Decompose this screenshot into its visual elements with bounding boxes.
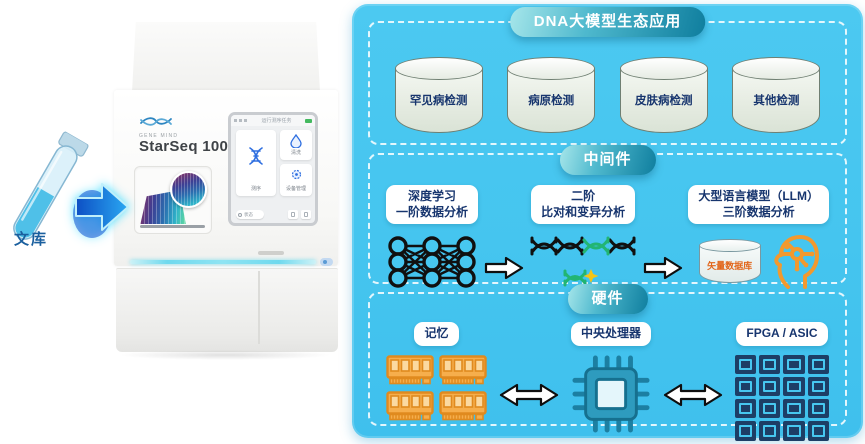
- section-title-applications: DNA大模型生态应用: [509, 7, 706, 37]
- screen-card-sequencing: 测序: [236, 130, 276, 196]
- dna-logo-icon: [140, 117, 172, 126]
- middleware-label: 深度学习 一阶数据分析: [386, 185, 479, 225]
- hardware-fpga: FPGA / ASIC: [734, 322, 829, 441]
- database-cylinder-icon: 皮肤病检测: [619, 57, 708, 133]
- screen-title: 运行测序任务: [261, 118, 292, 124]
- hardware-label: FPGA / ASIC: [736, 322, 828, 346]
- screen-footer: 状态: [236, 210, 311, 219]
- arrow-right-icon: [484, 256, 523, 280]
- drawer-divider: [258, 271, 260, 344]
- application-item-label: 皮肤病检测: [635, 94, 693, 107]
- screen-status-bar: 运行测序任务: [231, 115, 315, 126]
- architecture-panel: 罕见病检测 病原检测 皮肤病检测 其他检测 DNA大模型生态应用: [352, 4, 863, 441]
- database-cylinder-icon: 病原检测: [507, 57, 596, 133]
- memory-module-icon: [386, 354, 434, 384]
- dna-icon: [249, 147, 263, 165]
- flow-arrow-icon: [70, 174, 134, 249]
- sample-label: 文库: [14, 231, 49, 248]
- droplet-icon: [290, 133, 302, 149]
- neural-network-icon: [388, 236, 476, 288]
- vector-database-icon: 矢量数据库: [698, 239, 761, 284]
- brand-text: GENE MIND: [139, 133, 179, 139]
- section-title-middleware: 中间件: [559, 145, 656, 175]
- middleware-alignment: 二阶 比对和变异分析: [529, 185, 637, 287]
- status-dot-icon: [238, 212, 242, 217]
- arrow-right-icon: [643, 256, 682, 280]
- hardware-label: 中央处理器: [570, 322, 651, 346]
- screen-status-text: 状态: [244, 211, 253, 217]
- battery-icon: [305, 118, 312, 123]
- gear-icon: [291, 169, 301, 180]
- application-item-label: 病原检测: [528, 94, 575, 107]
- screen-card-wash: 清洗: [280, 130, 312, 160]
- middleware-llm: 大型语言模型（LLM） 三阶数据分析 矢量数据库: [688, 185, 829, 290]
- screen-footer-buttons: [288, 210, 311, 219]
- test-tube-icon: [0, 129, 95, 259]
- middleware-label: 二阶 比对和变异分析: [531, 185, 636, 225]
- double-arrow-icon: [499, 383, 559, 407]
- machine-front-panel: GENE MIND StarSeq 100 运行测序任务 测序: [114, 90, 338, 266]
- hardware-label: 记忆: [414, 322, 459, 346]
- device-touchscreen: 运行测序任务 测序 清洗: [228, 112, 318, 226]
- middleware-label: 大型语言模型（LLM） 三阶数据分析: [688, 185, 829, 225]
- section-middleware: 深度学习 一阶数据分析: [368, 153, 847, 290]
- database-cylinder-icon: 罕见病检测: [394, 57, 483, 133]
- cpu-chip-icon: [572, 355, 650, 433]
- led-strip: [130, 260, 316, 264]
- flowcell-baseline: [139, 225, 205, 229]
- section-applications: 罕见病检测 病原检测 皮肤病检测 其他检测: [368, 21, 847, 145]
- files-icon: [288, 210, 298, 219]
- machine-model-name: StarSeq 100: [139, 138, 229, 155]
- machine-base-drawers: [116, 268, 338, 352]
- flowcell-zoom-inset: [170, 170, 208, 208]
- memory-module-icon: [386, 390, 434, 420]
- application-item-label: 罕见病检测: [409, 94, 468, 107]
- power-button: [320, 258, 333, 266]
- hardware-cpu: 中央处理器: [570, 322, 651, 433]
- screen-card-label: 测序: [250, 186, 261, 192]
- machine-shadow: [118, 350, 332, 360]
- screen-status-pill: 状态: [236, 210, 264, 219]
- memory-modules-icon: [386, 354, 487, 422]
- screen-card-label: 清洗: [290, 150, 301, 156]
- status-icons: [234, 119, 248, 122]
- section-title-hardware: 硬件: [567, 284, 648, 314]
- settings-icon: [301, 210, 311, 219]
- fpga-grid-icon: [734, 354, 829, 441]
- screen-card-settings: 设备管理: [280, 164, 312, 196]
- memory-module-icon: [439, 354, 487, 384]
- sequencer-machine: GENE MIND StarSeq 100 运行测序任务 测序: [110, 22, 340, 360]
- door-handle: [258, 251, 284, 255]
- memory-module-icon: [439, 390, 487, 420]
- application-databases: 罕见病检测 病原检测 皮肤病检测 其他检测: [370, 57, 845, 133]
- application-item-label: 其他检测: [753, 94, 800, 107]
- brand-logo: GENE MIND: [139, 114, 178, 139]
- database-cylinder-icon: 其他检测: [732, 57, 821, 133]
- flowcell-window: [134, 166, 212, 234]
- screen-card-label: 设备管理: [285, 186, 306, 192]
- machine-top-face: [132, 22, 320, 92]
- hardware-memory: 记忆: [386, 322, 487, 422]
- vector-db-label: 矢量数据库: [707, 260, 753, 271]
- middleware-deep-learning: 深度学习 一阶数据分析: [386, 185, 479, 291]
- ai-head-icon: [774, 235, 819, 290]
- dna-sequence-icon: [530, 236, 636, 287]
- double-arrow-icon: [663, 383, 723, 407]
